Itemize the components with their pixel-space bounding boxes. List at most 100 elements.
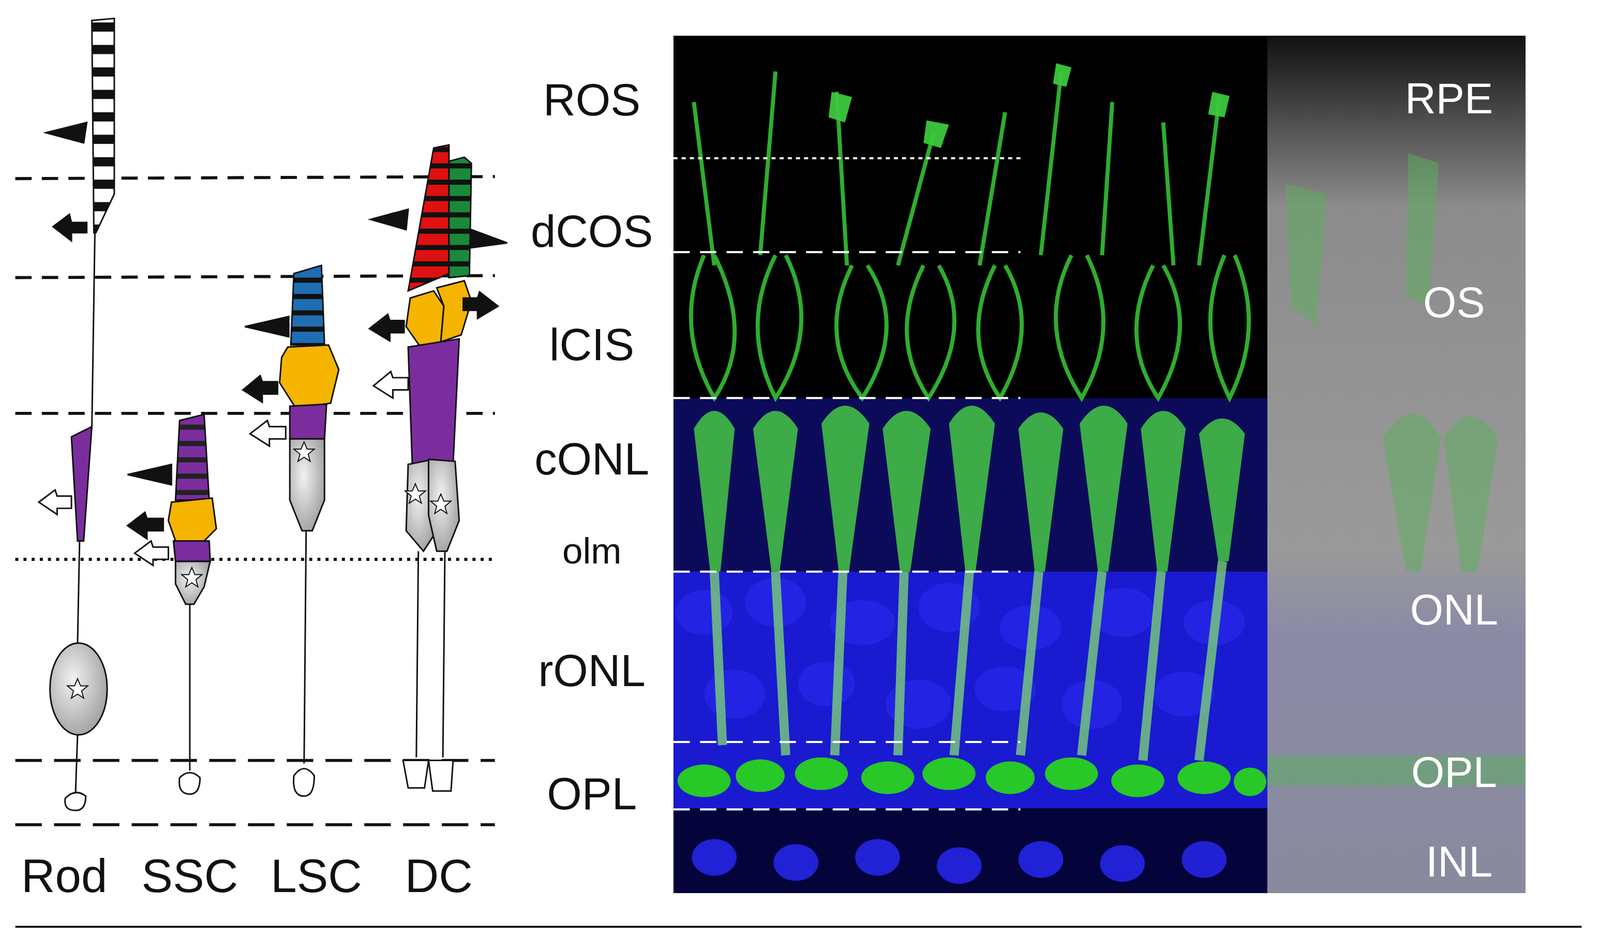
illustration-shape xyxy=(168,498,217,542)
illustration-shape xyxy=(735,759,785,792)
illustration-shape xyxy=(985,761,1036,795)
cell-type-label: SSC xyxy=(141,851,239,900)
illustration-shape xyxy=(693,101,714,266)
illustration-shape xyxy=(775,571,786,756)
illustration-shape xyxy=(673,158,1021,810)
illustration-shape xyxy=(369,144,507,791)
illustration-shape xyxy=(753,410,799,572)
illustration-shape xyxy=(953,571,970,756)
illustration-shape xyxy=(882,410,931,572)
illustration-shape xyxy=(173,540,211,561)
layer-label: ROS xyxy=(543,77,641,123)
illustration-shape xyxy=(406,290,444,347)
illustration-shape xyxy=(1018,412,1064,572)
illustration-shape xyxy=(1136,265,1180,398)
illustration-shape xyxy=(244,316,289,337)
illustration-shape xyxy=(693,410,735,572)
illustration-shape xyxy=(369,314,405,341)
illustration-shape xyxy=(855,838,901,876)
illustration-shape xyxy=(949,405,996,572)
illustration-shape xyxy=(449,157,472,278)
layer-label: lCIS xyxy=(549,322,635,368)
illustration-shape xyxy=(906,265,955,398)
illustration-shape xyxy=(416,550,419,757)
illustration-shape xyxy=(77,540,80,643)
illustration-shape xyxy=(92,232,96,429)
illustration-shape xyxy=(289,438,325,531)
illustration-shape xyxy=(1285,183,1327,327)
illustration-shape xyxy=(15,176,496,179)
illustration-shape xyxy=(1199,96,1220,265)
illustration-shape xyxy=(1163,122,1174,266)
illustration-shape xyxy=(175,561,211,605)
illustration-shape xyxy=(828,63,1230,148)
illustration-shape xyxy=(1081,571,1102,756)
illustration-shape xyxy=(304,530,307,764)
illustration-shape xyxy=(1020,571,1040,756)
illustration-shape xyxy=(463,291,499,319)
illustration-shape xyxy=(673,808,1268,893)
illustration-shape xyxy=(15,925,1582,928)
illustration-shape xyxy=(430,494,451,514)
illustration-shape xyxy=(673,808,1021,811)
illustration-shape xyxy=(65,792,86,811)
image-layer-label: ONL xyxy=(1410,588,1499,632)
illustration-shape xyxy=(1040,71,1061,256)
illustration-shape xyxy=(1101,101,1113,256)
illustration-shape xyxy=(67,441,452,698)
illustration-shape xyxy=(1079,405,1128,572)
illustration-shape xyxy=(828,92,852,123)
illustration-shape xyxy=(436,280,472,342)
illustration-shape xyxy=(898,571,905,756)
illustration-shape xyxy=(53,214,87,241)
illustration-shape xyxy=(92,18,115,233)
illustration-shape xyxy=(67,678,88,698)
illustration-shape xyxy=(1111,764,1165,797)
image-layer-label: OS xyxy=(1423,281,1486,325)
illustration-shape xyxy=(428,760,453,791)
image-layer-label: OPL xyxy=(1411,751,1498,795)
illustration-shape xyxy=(127,512,164,539)
illustration-shape xyxy=(293,441,314,461)
illustration-shape xyxy=(15,823,496,827)
illustration-shape xyxy=(179,772,201,794)
illustration-shape xyxy=(834,571,844,756)
illustration-shape xyxy=(1140,410,1186,572)
illustration-shape xyxy=(290,265,325,346)
illustration-shape xyxy=(373,371,409,398)
illustration-shape xyxy=(50,643,108,736)
illustration-shape xyxy=(704,669,766,719)
illustration-shape xyxy=(1199,418,1246,562)
illustration-shape xyxy=(673,740,1021,743)
illustration-shape xyxy=(691,71,1249,398)
illustration-shape xyxy=(691,838,737,876)
illustration-shape xyxy=(442,550,445,757)
illustration-shape xyxy=(293,768,315,796)
illustration-shape xyxy=(861,761,915,795)
illustration-shape xyxy=(188,604,191,771)
illustration-shape xyxy=(836,265,887,398)
illustration-shape xyxy=(673,570,1021,573)
illustration-shape xyxy=(1443,415,1499,572)
illustration-shape xyxy=(1233,767,1267,796)
illustration-shape xyxy=(673,571,1268,809)
illustration-shape xyxy=(402,760,429,788)
illustration-shape xyxy=(1382,413,1441,572)
illustration-shape xyxy=(673,250,1021,253)
illustration-shape xyxy=(175,414,209,501)
illustration-shape xyxy=(673,157,1021,160)
illustration-shape xyxy=(798,661,856,707)
illustration-shape xyxy=(242,265,339,797)
cell-type-label: DC xyxy=(405,851,473,900)
layer-label: OPL xyxy=(546,771,637,817)
illustration-shape xyxy=(922,757,976,790)
illustration-shape xyxy=(75,734,78,794)
illustration-shape xyxy=(408,144,450,291)
illustration-shape xyxy=(673,396,1021,399)
illustration-shape xyxy=(15,557,496,561)
illustration-shape xyxy=(936,846,982,884)
illustration-shape xyxy=(675,589,733,635)
illustration-shape xyxy=(714,571,723,745)
illustration-shape xyxy=(898,132,934,265)
